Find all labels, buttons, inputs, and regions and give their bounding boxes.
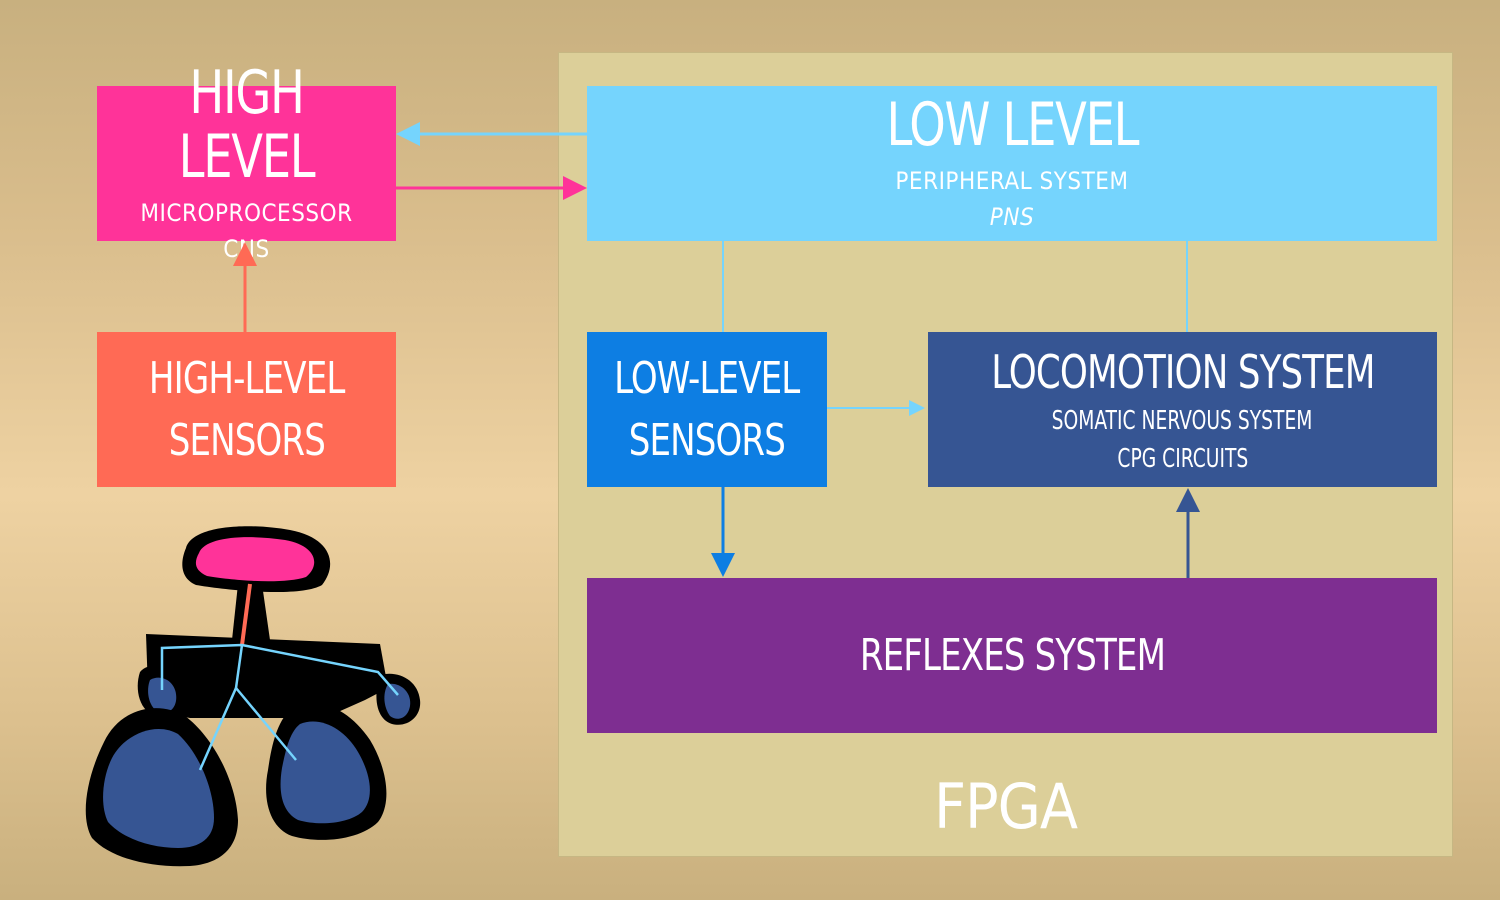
high-level-sensors-line2: SENSORS [168,414,325,466]
high-level-title: HIGH LEVEL [178,57,316,192]
robot-silhouette-icon [85,526,421,867]
high-level-subtitle: MICROPROCESSOR [140,198,353,227]
low-level-sensors-line2: SENSORS [628,414,786,466]
high-level-sensors-line1: HIGH-LEVEL [148,352,345,404]
reflexes-system-box: REFLEXES SYSTEM [587,578,1437,733]
locomotion-title: LOCOMOTION SYSTEM [990,344,1375,399]
low-level-subtitle: PERIPHERAL SYSTEM [895,166,1129,195]
high-level-sensors-box: HIGH-LEVEL SENSORS [97,332,396,487]
low-level-sensors-box: LOW-LEVEL SENSORS [587,332,827,487]
low-level-sensors-line1: LOW-LEVEL [614,352,800,404]
low-level-title: LOW LEVEL [886,89,1139,160]
locomotion-cpg: CPG CIRCUITS [1117,443,1248,474]
fpga-label: FPGA [933,770,1078,843]
reflexes-title: REFLEXES SYSTEM [859,629,1165,681]
low-level-box: LOW LEVEL PERIPHERAL SYSTEM PNS [587,86,1437,241]
high-level-box: HIGH LEVEL MICROPROCESSOR CNS [97,61,396,263]
locomotion-subtitle: SOMATIC NERVOUS SYSTEM [1052,405,1313,436]
low-level-abbrev: PNS [989,202,1035,231]
locomotion-system-box: LOCOMOTION SYSTEM SOMATIC NERVOUS SYSTEM… [928,332,1437,487]
